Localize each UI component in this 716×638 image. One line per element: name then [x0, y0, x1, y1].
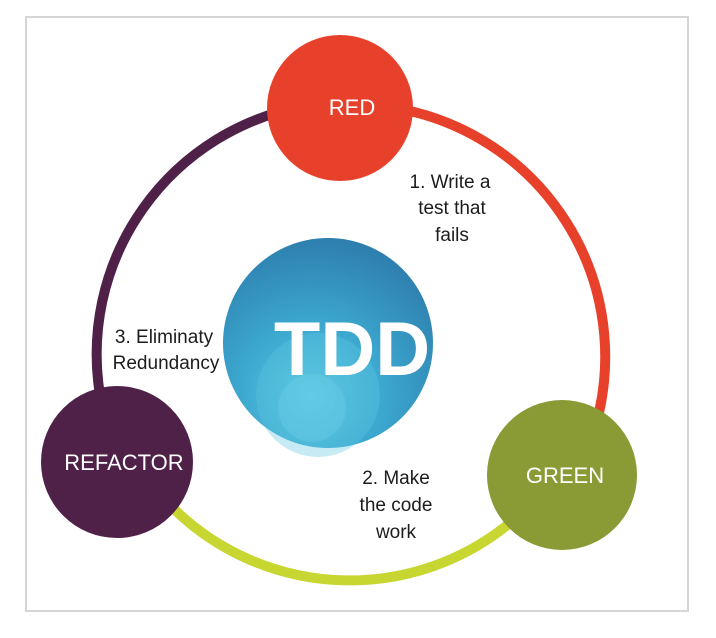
- step-3-line-2: Redundancy: [113, 353, 220, 374]
- tdd-center: TDD: [223, 238, 433, 457]
- green-node-label: GREEN: [526, 463, 604, 488]
- red-node-label: RED: [329, 95, 375, 120]
- step-3-text: 3. Eliminaty Redundancy: [113, 327, 220, 374]
- step-2-line-3: work: [375, 522, 417, 543]
- step-1-text: 1. Write a test that fails: [410, 172, 491, 246]
- tdd-label: TDD: [274, 307, 430, 392]
- refactor-node-label: REFACTOR: [64, 450, 183, 475]
- arc-green-to-refactor: [170, 505, 523, 586]
- red-node: RED: [267, 35, 413, 181]
- step-2-text: 2. Make the code work: [360, 468, 433, 543]
- step-2-line-2: the code: [360, 495, 433, 516]
- arc-refactor-to-red: [91, 101, 310, 400]
- refactor-node: REFACTOR: [41, 386, 193, 538]
- step-1-line-3: fails: [435, 225, 469, 246]
- step-3-line-1: 3. Eliminaty: [115, 327, 214, 348]
- step-1-line-1: 1. Write a: [410, 172, 491, 193]
- step-1-line-2: test that: [418, 198, 486, 219]
- arc-red-to-green: [375, 101, 611, 445]
- step-2-line-1: 2. Make: [362, 468, 430, 489]
- green-node: GREEN: [487, 400, 637, 550]
